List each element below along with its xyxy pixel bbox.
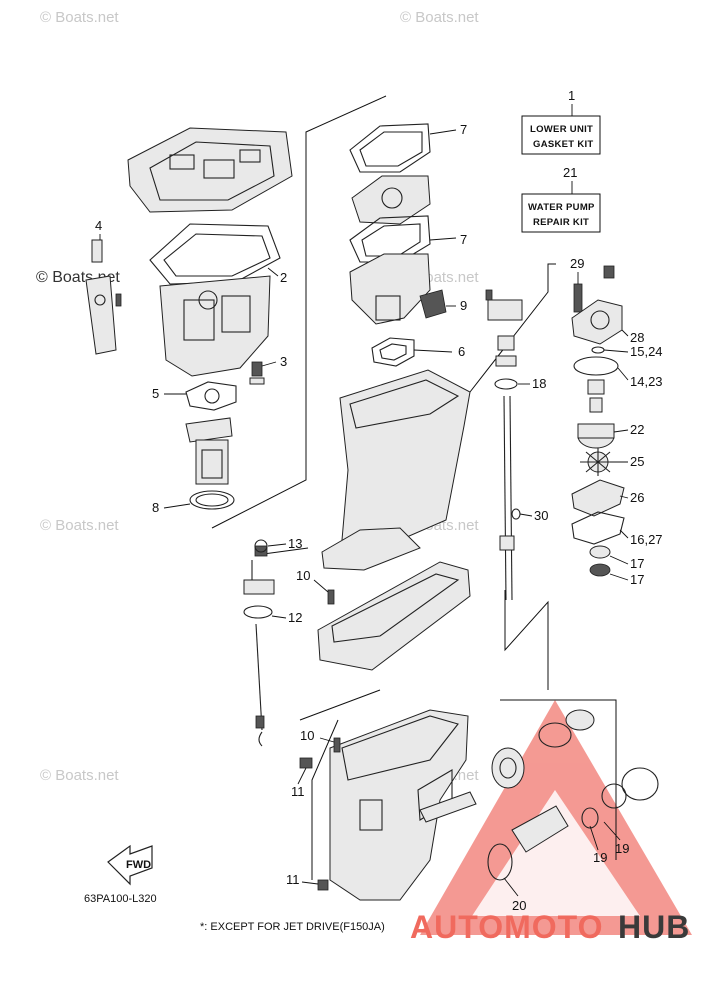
- diagram-code: 63PA100-L320: [84, 893, 157, 905]
- callout-3: 3: [280, 354, 287, 369]
- callout-10b: 10: [300, 728, 314, 743]
- o-ring-20: [487, 843, 513, 881]
- water-pump-label-line2: REPAIR KIT: [533, 217, 589, 228]
- lower-unit-label-line2: GASKET KIT: [533, 139, 594, 150]
- gasket-5: [185, 381, 237, 411]
- callout-14-23: 14,23: [630, 374, 663, 389]
- part-11a: [299, 757, 313, 769]
- watermark-1: © Boats.net: [40, 9, 119, 26]
- gasket-7-lower: [349, 215, 431, 263]
- part-11b: [317, 879, 329, 891]
- callout-18: 18: [532, 376, 546, 391]
- callout-28: 28: [630, 330, 644, 345]
- water-pump-label-line1: WATER PUMP: [528, 202, 595, 213]
- watermark-4: © Boats.net: [40, 517, 119, 534]
- screw-3: [249, 361, 265, 385]
- callout-7a: 7: [460, 122, 467, 137]
- pump-insert: [587, 379, 605, 413]
- logo-text-automoto: AUTOMOTO: [410, 909, 603, 945]
- logo-text-hub: HUB: [618, 909, 690, 945]
- impeller-25: [580, 448, 616, 476]
- callout-8: 8: [152, 500, 159, 515]
- forward-gear: [491, 747, 525, 789]
- callout-6: 6: [458, 344, 465, 359]
- callout-11a: 11: [291, 784, 305, 799]
- automotohub-logo: AUTOMOTO HUB: [410, 909, 690, 945]
- gasket-2: [149, 223, 281, 285]
- o-ring-15: [591, 346, 605, 354]
- callout-16-27: 16,27: [630, 532, 663, 547]
- callout-2: 2: [280, 270, 287, 285]
- callout-19b: 19: [615, 841, 629, 856]
- shift-rod-assembly: [243, 539, 275, 747]
- seal-6: [371, 337, 415, 367]
- watermark-2: © Boats.net: [400, 9, 479, 26]
- bracket-4: [85, 239, 122, 355]
- assembly-frame: [211, 95, 617, 880]
- callout-12: 12: [288, 610, 302, 625]
- lower-unit-gasket-kit-label: 1 LOWER UNIT GASKET KIT: [521, 88, 601, 155]
- seal-17: [589, 545, 611, 577]
- gasket-16: [571, 511, 625, 545]
- pinion-bearing: [538, 709, 595, 748]
- plate-26: [571, 479, 625, 517]
- callout-29: 29: [570, 256, 584, 271]
- callout-11b: 11: [286, 872, 300, 887]
- part-9: [419, 289, 447, 319]
- callout-30: 30: [534, 508, 548, 523]
- callout-15-24: 15,24: [630, 344, 663, 359]
- oil-pan-adapter: [349, 253, 431, 325]
- gasket-7-upper: [349, 123, 431, 173]
- bolt-10b: [333, 737, 341, 753]
- reverse-gear-housing: [511, 805, 599, 853]
- o-ring-14: [573, 356, 619, 376]
- bolt-10a: [327, 589, 335, 605]
- callout-13: 13: [288, 536, 302, 551]
- driveshaft: [485, 289, 523, 601]
- callout-21: 21: [563, 165, 577, 180]
- gasket-8: [189, 490, 235, 510]
- callouts: 2 3 4 5 6 7 7 8 9 10 10 11 11 12 13 14,2…: [95, 122, 663, 913]
- callout-17b: 17: [630, 572, 644, 587]
- callout-17a: 17: [630, 556, 644, 571]
- fwd-arrow: FWD: [107, 844, 153, 886]
- upper-casing-cover: [127, 127, 293, 213]
- fwd-label: FWD: [126, 859, 151, 871]
- callout-20: 20: [512, 898, 526, 913]
- impeller-housing-22: [577, 423, 615, 449]
- callout-9: 9: [460, 298, 467, 313]
- callout-10a: 10: [296, 568, 310, 583]
- callout-19a: 19: [593, 850, 607, 865]
- lower-unit-label-line1: LOWER UNIT: [530, 124, 593, 135]
- callout-4: 4: [95, 218, 102, 233]
- exhaust-guide: [185, 417, 233, 485]
- watermark-6: © Boats.net: [40, 767, 119, 784]
- upper-casing: [159, 275, 271, 377]
- lower-plate: [317, 561, 471, 671]
- callout-7b: 7: [460, 232, 467, 247]
- callout-26: 26: [630, 490, 644, 505]
- footnote: *: EXCEPT FOR JET DRIVE(F150JA): [200, 921, 385, 933]
- callout-22: 22: [630, 422, 644, 437]
- callout-25: 25: [630, 454, 644, 469]
- gear-case: [329, 709, 469, 901]
- water-pump-housing: [571, 265, 623, 345]
- callout-5: 5: [152, 386, 159, 401]
- rear-bearing: [601, 767, 659, 809]
- callout-1: 1: [568, 88, 575, 103]
- driveshaft-housing: [321, 369, 471, 571]
- water-pump-repair-kit-label: 21 WATER PUMP REPAIR KIT: [521, 165, 601, 233]
- spacer-plate: [351, 175, 431, 225]
- propeller-shaft: [419, 791, 477, 823]
